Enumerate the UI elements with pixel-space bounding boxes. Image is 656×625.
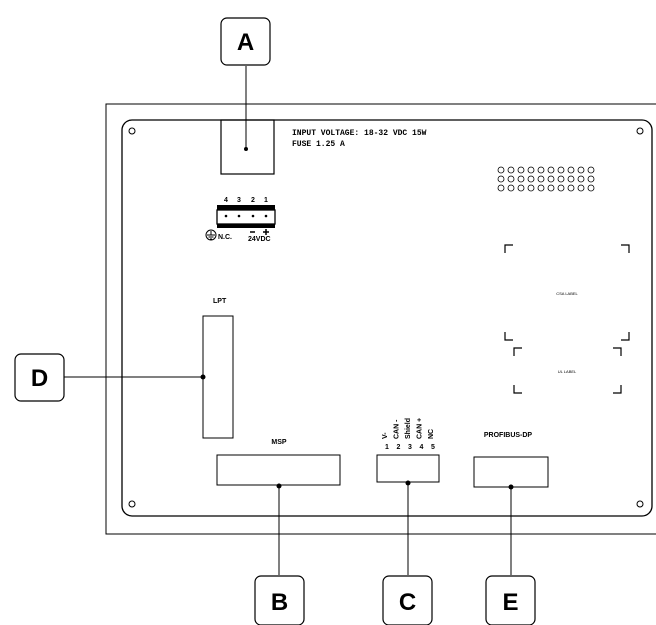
callout-c-letter: C [399, 589, 416, 616]
can-pin-number: 4 [420, 444, 424, 451]
grille-hole [517, 184, 525, 192]
grille-hole [567, 166, 575, 174]
fuse-rating-text: FUSE 1.25 A [292, 140, 345, 149]
grille-hole [577, 166, 585, 174]
terminal-hole [237, 214, 241, 218]
terminal-bottom-bar [217, 224, 275, 228]
can-pin-name: CAN - [394, 419, 401, 439]
grille-hole [537, 184, 545, 192]
can-pin-number: 1 [385, 444, 389, 451]
leader-lines [64, 66, 512, 575]
msp-label: MSP [271, 439, 287, 446]
ground-icon [205, 229, 217, 241]
speaker-grille [497, 166, 595, 192]
grille-hole [547, 175, 555, 183]
can-pin-name: V- [382, 432, 389, 439]
lpt-label: LPT [213, 298, 227, 305]
can-pin-number: 2 [397, 444, 401, 451]
grille-hole [517, 175, 525, 183]
power-terminal-block: 4 3 2 1 N.C. 24VDC [205, 197, 276, 243]
grille-hole [577, 184, 585, 192]
rear-panel [121, 119, 653, 517]
can-pin-name: CAN + [417, 418, 424, 439]
screw-bottom-right [636, 500, 644, 508]
grille-hole [567, 175, 575, 183]
grille-hole [527, 175, 535, 183]
nc-label: N.C. [218, 234, 232, 241]
grille-hole [557, 166, 565, 174]
power-pin-2: 2 [251, 197, 255, 204]
can-pin-name: NC [428, 429, 435, 439]
input-voltage-text: INPUT VOLTAGE: 18-32 VDC 15W [292, 129, 427, 138]
grille-hole [587, 175, 595, 183]
can-pin-number: 5 [431, 444, 435, 451]
device-housing [105, 103, 656, 535]
grille-hole [497, 184, 505, 192]
callout-b: B [254, 575, 305, 625]
leader-dot-b [276, 483, 282, 489]
callout-d: D [14, 353, 65, 402]
grille-hole [547, 166, 555, 174]
grille-hole [557, 184, 565, 192]
callout-a: A [220, 17, 271, 66]
leader-dot-d [200, 374, 206, 380]
screw-bottom-left [128, 500, 136, 508]
grille-hole [527, 166, 535, 174]
callout-b-letter: B [271, 589, 288, 616]
terminal-top-bar [217, 205, 275, 210]
grille-hole [497, 175, 505, 183]
csa-label-area [504, 244, 630, 341]
screw-top-right [636, 127, 644, 135]
grille-hole [517, 166, 525, 174]
grille-hole [507, 166, 515, 174]
can-pin-labels: V- 1 CAN - 2 Shield 3 CAN + 4 NC 5 [382, 418, 435, 451]
fuse-holder [220, 119, 275, 175]
lpt-connector [202, 315, 234, 439]
grille-hole [577, 175, 585, 183]
grille-hole [537, 166, 545, 174]
grille-hole [587, 166, 595, 174]
csa-label-text: CSA LABEL [556, 291, 578, 296]
vdc-label: 24VDC [248, 236, 271, 243]
callout-e-letter: E [502, 589, 518, 616]
terminal-hole [224, 214, 228, 218]
callout-a-letter: A [237, 29, 254, 56]
screw-top-left [128, 127, 136, 135]
grille-hole [587, 184, 595, 192]
terminal-hole [264, 214, 268, 218]
power-pin-1: 1 [264, 197, 268, 204]
grille-hole [567, 184, 575, 192]
ul-label-text: UL LABEL [558, 369, 577, 374]
callout-d-letter: D [31, 365, 48, 392]
profibus-connector [473, 456, 549, 488]
grille-hole [507, 184, 515, 192]
msp-connector [216, 454, 341, 486]
grille-hole [527, 184, 535, 192]
grille-hole [507, 175, 515, 183]
ul-label-area [513, 347, 622, 394]
callout-c: C [382, 575, 433, 625]
callout-e: E [485, 575, 536, 625]
terminal-hole [251, 214, 255, 218]
power-pin-3: 3 [237, 197, 241, 204]
profibus-label: PROFIBUS-DP [484, 432, 533, 439]
leader-dot-e [508, 484, 514, 490]
grille-hole [547, 184, 555, 192]
power-pin-4: 4 [224, 197, 228, 204]
leader-dot-c [405, 480, 411, 486]
can-connector [376, 454, 440, 483]
grille-hole [537, 175, 545, 183]
grille-hole [497, 166, 505, 174]
can-pin-number: 3 [408, 444, 412, 451]
grille-hole [557, 175, 565, 183]
can-pin-name: Shield [405, 418, 412, 439]
